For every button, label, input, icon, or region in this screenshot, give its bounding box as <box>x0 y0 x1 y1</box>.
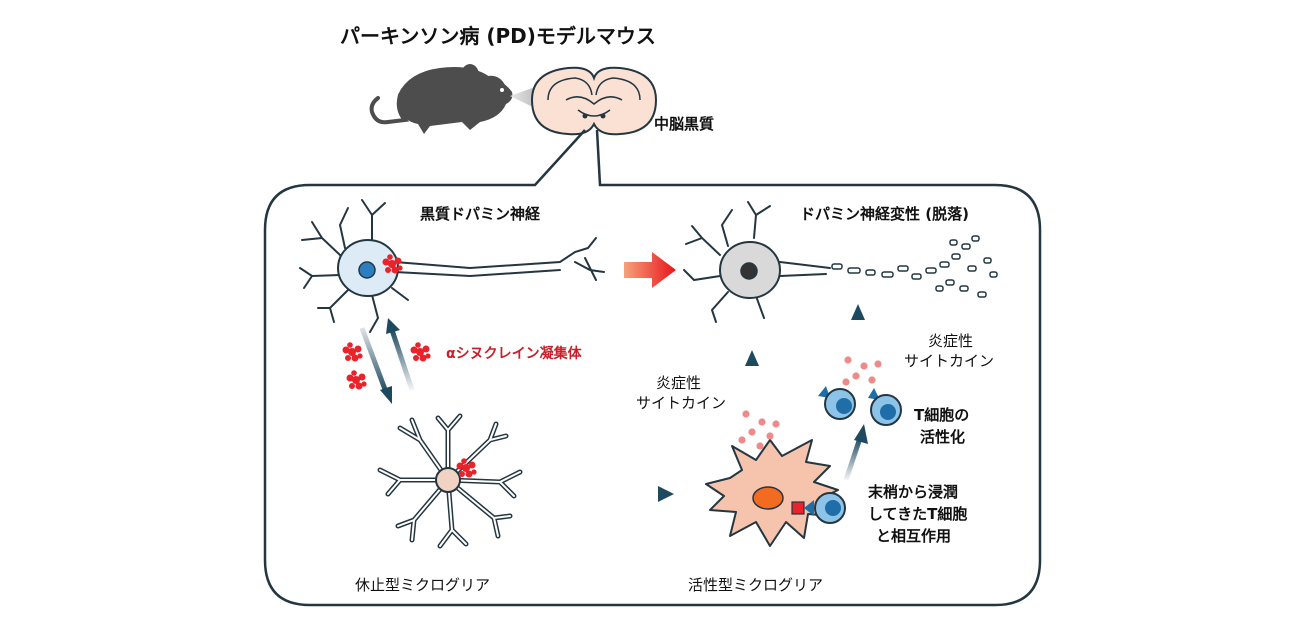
axon-fragments <box>831 235 998 298</box>
activated-microglia-nucleus <box>752 486 784 510</box>
tcell-activation-line2: 活性化 <box>920 428 965 446</box>
activated-microglia-label: 活性型ミクログリア <box>688 576 823 594</box>
tcell-activation-arrow <box>843 437 863 481</box>
degenerated-neuron-label: ドパミン神経変性 (脱落) <box>800 205 969 223</box>
cytokine-arrow-left-head <box>745 350 759 366</box>
aggregate-icon-3 <box>410 342 431 362</box>
brain-section-icon <box>530 66 658 136</box>
healthy-neuron-label: 黒質ドパミン神経 <box>420 205 541 223</box>
mouse-icon <box>369 64 513 134</box>
callout-frame <box>263 129 1042 607</box>
aggregate-label: αシヌクレイン凝集体 <box>446 345 583 362</box>
page-title: パーキンソン病 (PD)モデルマウス <box>340 24 656 48</box>
cytokine-arrow-right-head <box>851 304 865 320</box>
resting-microglia-label: 休止型ミクログリア <box>355 576 490 594</box>
activated-tcell-1 <box>818 386 856 420</box>
resting-microglia-highlight <box>379 415 521 547</box>
cytokine-dots-left <box>738 410 780 450</box>
degenerated-neuron <box>683 201 831 323</box>
tcell-interaction-line1: 末梢から浸潤 <box>868 483 958 501</box>
tcell-activation-line1: T細胞の <box>914 406 969 424</box>
cytokine-dots-right <box>842 356 882 386</box>
infiltrating-tcell <box>804 492 846 524</box>
up-arrow <box>389 329 415 391</box>
cytokine-right-line2: サイトカイン <box>904 352 994 370</box>
tcell-interaction-line3: と相互作用 <box>876 527 951 545</box>
aggregate-icon-1 <box>342 342 363 362</box>
aggregate-icon-2 <box>346 370 367 390</box>
degeneration-arrow <box>624 252 676 288</box>
up-arrow-head <box>386 318 400 334</box>
tcell-activation-arrow-head <box>854 424 868 444</box>
activation-arrow-head <box>658 486 674 502</box>
cytokine-right-line1: 炎症性 <box>928 332 973 350</box>
region-label: 中脳黒質 <box>654 115 714 133</box>
resting-microglia-soma <box>435 467 461 493</box>
cytokine-left-line1: 炎症性 <box>656 374 701 392</box>
down-arrow-head <box>380 386 392 404</box>
tcell-interaction-line2: してきたT細胞 <box>868 505 967 523</box>
microglia-aggregate-icon <box>456 458 477 478</box>
cytokine-left-line2: サイトカイン <box>636 394 726 412</box>
receptor-icon <box>791 501 805 515</box>
activated-tcell-2 <box>868 388 902 426</box>
down-arrow <box>359 327 389 393</box>
